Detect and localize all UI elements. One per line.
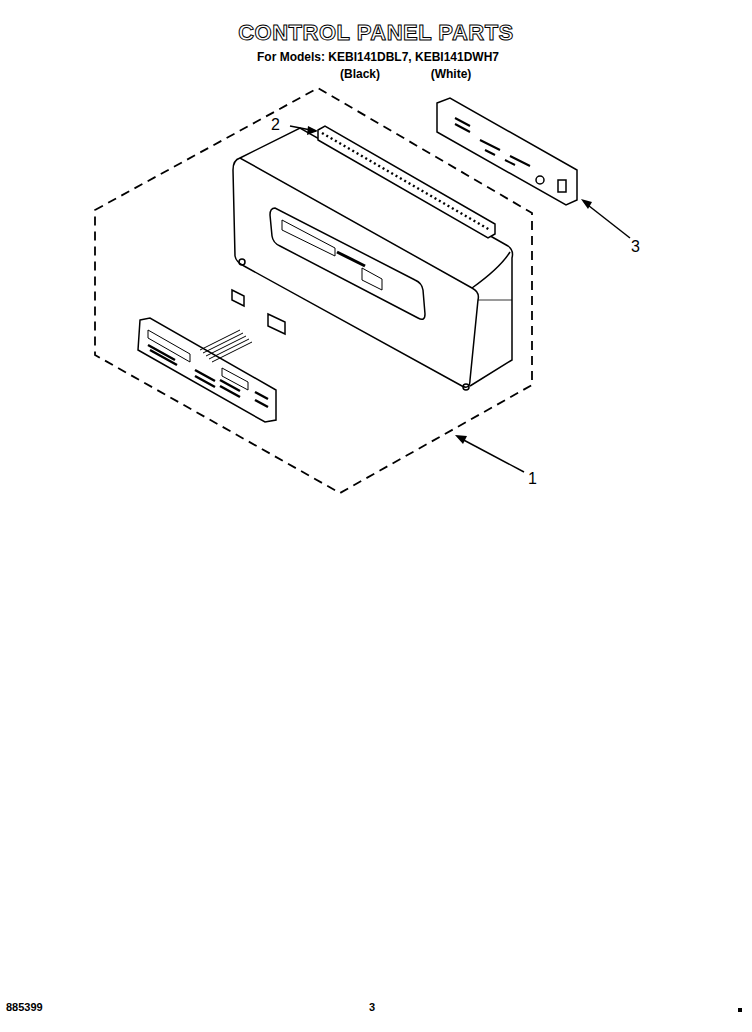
callout-number: 2 (271, 117, 280, 133)
document-number: 885399 (6, 1002, 43, 1013)
color-note: (Black) (340, 68, 380, 80)
callout-number: 1 (528, 471, 537, 487)
model-line: For Models: KEBI141DBL7, KEBI141DWH7 (257, 51, 499, 63)
page-number: 3 (369, 1002, 375, 1013)
color-note: (White) (431, 68, 472, 80)
callout-number: 3 (631, 239, 640, 255)
title: CONTROL PANEL PARTS (238, 22, 514, 44)
